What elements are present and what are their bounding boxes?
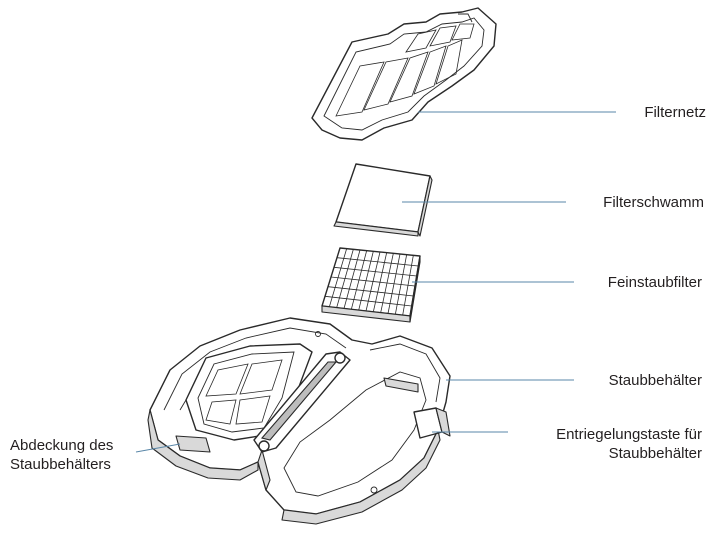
label-filterschwamm: Filterschwamm bbox=[603, 194, 704, 211]
label-entriegelungstaste-line2: Staubbehälter bbox=[608, 445, 702, 462]
label-abdeckung-line1: Abdeckung des bbox=[10, 437, 114, 454]
label-abdeckung-line2: Staubbehälters bbox=[10, 456, 111, 473]
label-filternetz: Filternetz bbox=[644, 104, 706, 121]
dust-bin-part bbox=[147, 317, 451, 525]
filter-sponge-part bbox=[333, 163, 433, 237]
label-abdeckung: Abdeckung des Staubbehälters bbox=[10, 436, 113, 474]
fine-dust-filter-part bbox=[321, 247, 421, 323]
label-feinstaubfilter: Feinstaubfilter bbox=[607, 274, 702, 291]
filter-net-part bbox=[311, 7, 497, 141]
leader-abdeckung bbox=[135, 443, 181, 453]
label-entriegelungstaste-line1: Entriegelungstaste für bbox=[556, 426, 702, 443]
label-entriegelungstaste: Entriegelungstaste für Staubbehälter bbox=[556, 425, 702, 463]
label-staubbehaelter: Staubbehälter bbox=[608, 372, 702, 389]
